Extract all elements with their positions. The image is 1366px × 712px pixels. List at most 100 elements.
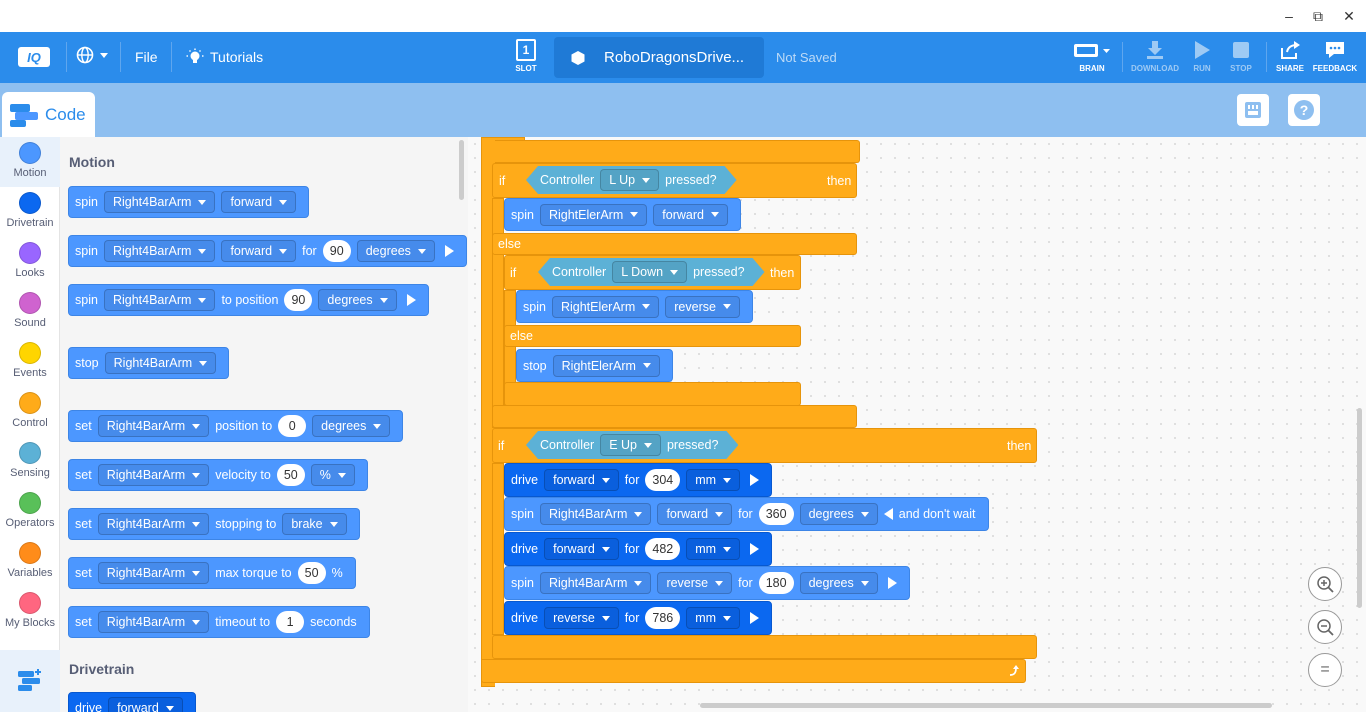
units-dropdown[interactable]: % <box>310 464 355 486</box>
category-operators[interactable]: Operators <box>0 487 60 537</box>
motor-dropdown[interactable]: Right4BarArm <box>97 611 210 633</box>
download-button[interactable]: DOWNLOAD <box>1127 36 1183 73</box>
units-dropdown[interactable]: degrees <box>799 503 878 525</box>
distance-input[interactable]: 482 <box>645 538 681 560</box>
stop-button[interactable]: STOP <box>1213 36 1269 73</box>
direction-dropdown[interactable]: forward <box>221 191 297 213</box>
distance-input[interactable]: 304 <box>645 469 681 491</box>
category-drivetrain[interactable]: Drivetrain <box>0 187 60 237</box>
spin-for-block[interactable]: spin Right4BarArm forward for 90 degrees <box>68 235 467 267</box>
code-workspace[interactable]: if Controller L Up pressed? then spin Ri… <box>468 137 1366 712</box>
minimize-button[interactable]: – <box>1285 8 1293 24</box>
maximize-button[interactable]: ⧉ <box>1313 8 1323 24</box>
motor-dropdown[interactable]: Right4BarArm <box>539 503 652 525</box>
spin-block[interactable]: spin Right4BarArm forward <box>68 186 310 218</box>
set-position-block[interactable]: set Right4BarArm position to 0 degrees <box>68 410 404 442</box>
workspace-vertical-scrollbar[interactable] <box>1357 408 1362 608</box>
motor-dropdown[interactable]: Right4BarArm <box>97 562 210 584</box>
stopping-mode-dropdown[interactable]: brake <box>282 513 347 535</box>
zoom-reset-button[interactable]: = <box>1308 653 1342 687</box>
drive-block[interactable]: drive forward <box>68 692 196 712</box>
direction-dropdown[interactable]: forward <box>544 469 619 491</box>
direction-dropdown[interactable]: reverse <box>544 607 619 629</box>
motor-dropdown[interactable]: RightElerArm <box>539 203 648 226</box>
units-dropdown[interactable]: mm <box>686 538 741 560</box>
units-dropdown[interactable]: degrees <box>356 240 435 262</box>
amount-input[interactable]: 90 <box>322 240 351 262</box>
spin-for-block[interactable]: spin Right4BarArm forward for 360 degree… <box>504 497 989 531</box>
button-dropdown[interactable]: L Up <box>600 169 659 191</box>
category-looks[interactable]: Looks <box>0 237 60 287</box>
category-my-blocks[interactable]: My Blocks <box>0 587 60 637</box>
motor-dropdown[interactable]: Right4BarArm <box>97 513 210 535</box>
direction-dropdown[interactable]: reverse <box>657 572 733 594</box>
motor-dropdown[interactable]: Right4BarArm <box>103 289 216 311</box>
direction-dropdown[interactable]: forward <box>108 697 183 712</box>
direction-dropdown[interactable]: forward <box>544 538 619 560</box>
spin-block[interactable]: spin RightElerArm forward <box>504 198 741 231</box>
run-button[interactable]: RUN <box>1174 36 1230 73</box>
file-menu[interactable]: File <box>135 49 158 65</box>
stop-motor-block[interactable]: stop Right4BarArm <box>68 347 230 379</box>
spin-block[interactable]: spin RightElerArm reverse <box>516 290 753 323</box>
expand-arrow-icon[interactable] <box>750 474 760 486</box>
timeout-input[interactable]: 1 <box>276 611 305 633</box>
category-sound[interactable]: Sound <box>0 287 60 337</box>
share-button[interactable]: SHARE <box>1262 36 1318 73</box>
drive-for-block[interactable]: drive forward for 482 mm <box>504 532 773 566</box>
feedback-button[interactable]: FEEDBACK <box>1307 36 1363 73</box>
direction-dropdown[interactable]: reverse <box>665 295 740 318</box>
workspace-horizontal-scrollbar[interactable] <box>700 703 1272 708</box>
velocity-input[interactable]: 50 <box>276 464 305 486</box>
expand-arrow-icon[interactable] <box>887 577 897 589</box>
motor-dropdown[interactable]: RightElerArm <box>552 354 660 377</box>
motor-dropdown[interactable]: Right4BarArm <box>103 240 216 262</box>
set-timeout-block[interactable]: set Right4BarArm timeout to 1 seconds <box>68 606 370 638</box>
slot-button[interactable]: 1 SLOT <box>498 36 554 73</box>
set-stopping-block[interactable]: set Right4BarArm stopping to brake <box>68 508 360 540</box>
expand-arrow-icon[interactable] <box>750 612 760 624</box>
position-input[interactable]: 0 <box>278 415 307 437</box>
category-motion[interactable]: Motion <box>0 137 60 187</box>
expand-arrow-icon[interactable] <box>444 245 454 257</box>
direction-dropdown[interactable]: forward <box>221 240 297 262</box>
amount-input[interactable]: 360 <box>758 503 794 525</box>
amount-input[interactable]: 180 <box>758 572 794 594</box>
set-velocity-block[interactable]: set Right4BarArm velocity to 50 % <box>68 459 368 491</box>
collapse-arrow-icon[interactable] <box>883 508 893 520</box>
palette-scrollbar[interactable] <box>459 140 464 200</box>
drive-for-block[interactable]: drive forward for 304 mm <box>504 463 773 497</box>
units-dropdown[interactable]: degrees <box>318 289 397 311</box>
category-sensing[interactable]: Sensing <box>0 437 60 487</box>
torque-input[interactable]: 50 <box>297 562 326 584</box>
distance-input[interactable]: 786 <box>645 607 681 629</box>
motor-dropdown[interactable]: Right4BarArm <box>104 352 217 374</box>
direction-dropdown[interactable]: forward <box>657 503 733 525</box>
button-dropdown[interactable]: L Down <box>612 261 687 283</box>
position-input[interactable]: 90 <box>284 289 313 311</box>
project-name-field[interactable]: RoboDragonsDrive... <box>554 37 764 78</box>
condition-l-down[interactable]: Controller L Down pressed? <box>538 258 765 286</box>
help-button[interactable]: ? <box>1288 94 1320 126</box>
units-dropdown[interactable]: mm <box>686 607 741 629</box>
set-max-torque-block[interactable]: set Right4BarArm max torque to 50 % <box>68 557 356 589</box>
stop-motor-block[interactable]: stop RightElerArm <box>516 349 673 382</box>
direction-dropdown[interactable]: forward <box>653 203 728 226</box>
language-menu[interactable] <box>76 46 108 64</box>
category-events[interactable]: Events <box>0 337 60 387</box>
condition-e-up[interactable]: Controller E Up pressed? <box>526 431 738 459</box>
zoom-in-button[interactable] <box>1308 567 1342 601</box>
motor-dropdown[interactable]: Right4BarArm <box>97 415 210 437</box>
motor-dropdown[interactable]: Right4BarArm <box>539 572 652 594</box>
condition-l-up[interactable]: Controller L Up pressed? <box>526 166 737 194</box>
expand-arrow-icon[interactable] <box>750 543 760 555</box>
brain-button[interactable]: BRAIN <box>1062 36 1122 73</box>
drive-for-block[interactable]: drive reverse for 786 mm <box>504 601 773 635</box>
category-variables[interactable]: Variables <box>0 537 60 587</box>
close-window-button[interactable]: ✕ <box>1343 8 1355 24</box>
units-dropdown[interactable]: mm <box>686 469 741 491</box>
spin-for-block[interactable]: spin Right4BarArm reverse for 180 degree… <box>504 566 910 600</box>
spin-to-position-block[interactable]: spin Right4BarArm to position 90 degrees <box>68 284 429 316</box>
category-control[interactable]: Control <box>0 387 60 437</box>
button-dropdown[interactable]: E Up <box>600 434 661 456</box>
